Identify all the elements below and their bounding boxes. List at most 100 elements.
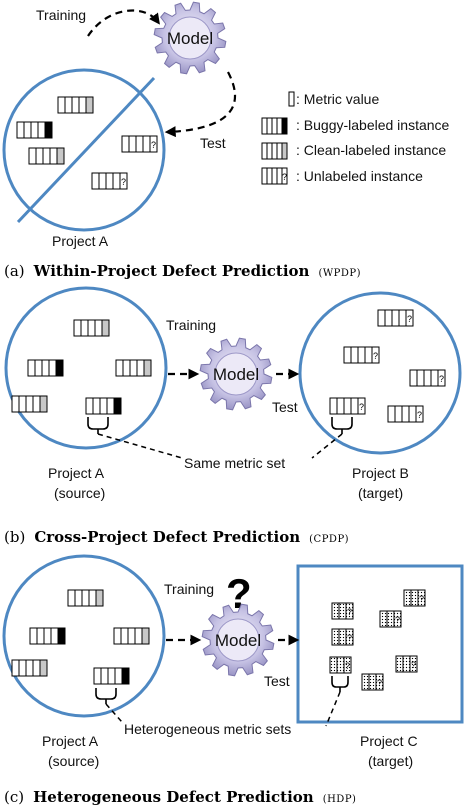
metric-cell — [27, 359, 36, 377]
metric-cell — [92, 397, 101, 415]
metric-cell — [98, 172, 107, 190]
metric-cell — [141, 627, 150, 645]
metric-cell — [281, 142, 288, 160]
metric-cell — [331, 602, 340, 620]
test-label: Test — [272, 399, 298, 415]
project-a-source-circle — [2, 554, 166, 718]
metric-cell — [35, 147, 44, 165]
project-a-label: Project A — [52, 233, 109, 249]
metric-cell — [30, 121, 39, 139]
unlabeled-instance: ? — [91, 172, 128, 190]
metric-link — [105, 703, 123, 723]
metric-cell — [119, 172, 128, 190]
model-label: Model — [215, 631, 261, 650]
target-label: (target) — [368, 753, 413, 769]
metric-cell — [88, 589, 97, 607]
unlabeled-mark: ? — [282, 172, 287, 182]
heterogeneous-instance: ? — [395, 655, 418, 673]
metric-cell — [143, 359, 152, 377]
metric-cell — [34, 359, 43, 377]
metric-cell — [43, 627, 52, 645]
metric-cell — [329, 397, 338, 415]
unlabeled-instance: ? — [387, 405, 424, 423]
source-label: (source) — [54, 485, 105, 501]
metric-cell — [121, 135, 130, 153]
legend: : Metric value : Buggy-labeled instance … — [261, 91, 450, 185]
metric-cell — [409, 655, 418, 673]
caption-c: (c) Heterogeneous Defect Prediction (HDP… — [4, 788, 356, 806]
metric-cell — [336, 397, 345, 415]
unlabeled-mark: ? — [417, 410, 422, 420]
panel-b: Model Training Test ? ? ? ? ? Same metri… — [4, 286, 462, 546]
buggy-instance — [93, 667, 130, 685]
unlabeled-mark: ? — [345, 661, 350, 671]
legend-buggy-icon — [261, 117, 288, 135]
buggy-instance — [85, 397, 122, 415]
metric-cell — [379, 610, 388, 628]
metric-cell — [85, 397, 94, 415]
target-label: (target) — [358, 485, 403, 501]
metric-cell — [430, 369, 439, 387]
metric-cell — [36, 627, 45, 645]
metric-cell — [276, 117, 283, 135]
metric-cell — [41, 359, 50, 377]
gear-hub — [168, 16, 212, 60]
metric-cell — [11, 659, 20, 677]
metric-cell — [85, 96, 94, 114]
metric-cell — [64, 96, 73, 114]
train-test-split-line — [16, 76, 156, 224]
metric-cell — [121, 667, 130, 685]
metric-cell — [409, 369, 418, 387]
unlabeled-mark: ? — [151, 140, 156, 150]
metric-cell — [50, 627, 59, 645]
metric-cell — [11, 395, 20, 413]
metric-cell — [361, 673, 370, 691]
project-a-circle — [2, 68, 166, 232]
metric-cell — [343, 397, 352, 415]
metric-cell — [32, 395, 41, 413]
heterogeneous-instance: ? — [403, 589, 426, 607]
unlabeled-instance: ? — [343, 346, 380, 364]
metric-cell — [403, 589, 412, 607]
unlabeled-mark: ? — [359, 402, 364, 412]
legend-clean-icon — [261, 142, 288, 160]
metric-link — [325, 691, 341, 727]
metric-cell — [95, 589, 104, 607]
source-label: (source) — [48, 753, 99, 769]
metric-cell — [128, 135, 137, 153]
metric-cell — [67, 589, 76, 607]
metric-cell — [100, 667, 109, 685]
buggy-instance — [16, 121, 53, 139]
gear-hub — [216, 618, 260, 662]
heterogeneous-instance: ? — [361, 673, 384, 691]
metric-cell — [87, 319, 96, 337]
metric-cell — [281, 167, 288, 185]
metric-cell — [129, 359, 138, 377]
unlabeled-mark: ? — [411, 660, 416, 670]
metric-cell — [105, 172, 114, 190]
metric-cell — [371, 346, 380, 364]
metric-cell — [101, 319, 110, 337]
unlabeled-mark: ? — [347, 607, 352, 617]
metric-cell — [18, 395, 27, 413]
metric-cell — [106, 397, 115, 415]
model-label: Model — [167, 29, 213, 48]
metric-cell — [32, 659, 41, 677]
project-a-label: Project A — [42, 733, 99, 749]
metric-cell — [127, 627, 136, 645]
heterogeneous-instance: ? — [331, 602, 354, 620]
metric-cell — [329, 656, 338, 674]
legend-clean: : Clean-labeled instance — [296, 142, 446, 158]
metric-cell — [57, 627, 66, 645]
metric-cell — [336, 656, 345, 674]
metric-cell — [386, 610, 395, 628]
metric-cell — [266, 117, 273, 135]
metric-cell — [115, 359, 124, 377]
unlabeled-mark: ? — [395, 615, 400, 625]
metric-cell — [94, 319, 103, 337]
model-gear: Model — [153, 1, 227, 75]
unlabeled-mark: ? — [439, 374, 444, 384]
metric-cell — [78, 96, 87, 114]
project-b-label: Project B — [352, 465, 409, 481]
heterogeneous-instance: ? — [331, 628, 354, 646]
